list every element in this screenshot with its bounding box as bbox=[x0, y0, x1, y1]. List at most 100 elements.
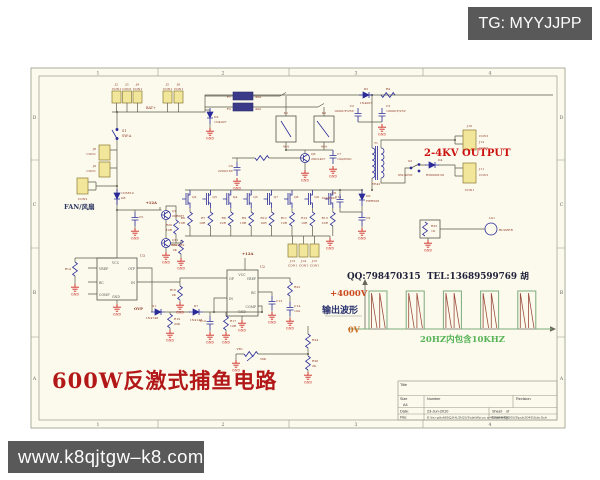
relay-coils bbox=[280, 120, 330, 138]
j12-val: CON1 bbox=[479, 146, 489, 150]
j9-val: CON1 bbox=[86, 169, 96, 173]
tb-size-label: Size bbox=[400, 397, 407, 401]
k1-ref: K1 bbox=[284, 111, 288, 115]
connector-val: CON1 bbox=[122, 87, 132, 91]
site-watermark-text: www.k8qjtgw–k8.com bbox=[18, 446, 204, 467]
grid-row: A bbox=[559, 376, 564, 382]
waveform-name-label: 输出波形 bbox=[322, 304, 358, 316]
connector-fan bbox=[76, 177, 89, 195]
tb-file-value: E:\bu-g\lui\85QJHL3N2U3\da\Wji po a-lk\p… bbox=[427, 416, 547, 420]
resistor-ref: R9 bbox=[242, 216, 246, 220]
connector-ref: J14 bbox=[300, 259, 306, 263]
c8-val: 104/630v bbox=[321, 196, 336, 200]
contact-tel: TEL:13689599769 胡 bbox=[427, 270, 529, 282]
connector-ref: J4 bbox=[135, 83, 139, 87]
vr1-ref: VR1 bbox=[235, 347, 243, 351]
d6-val: HER508 bbox=[366, 199, 379, 203]
r19-val: 22K bbox=[174, 322, 181, 326]
connector-val: CON1 bbox=[299, 264, 309, 268]
fuse-f1 bbox=[232, 91, 254, 101]
grid-row: D bbox=[560, 115, 564, 121]
r16-ref: R16 bbox=[170, 288, 176, 292]
d1-val: 1N4748 bbox=[146, 316, 159, 320]
c7-ref: C7 bbox=[337, 152, 341, 156]
tb-number-label: Number bbox=[427, 397, 441, 401]
d2-ref: D2 bbox=[214, 115, 218, 119]
p12a-label: +12A bbox=[146, 200, 157, 205]
resistor-val: 10R bbox=[199, 221, 206, 225]
switch-s2-contact bbox=[417, 169, 421, 173]
tb-date-label: Date: bbox=[400, 409, 409, 413]
grid-row: C bbox=[33, 202, 37, 208]
t1-ref: T1 bbox=[374, 141, 378, 145]
buzzer-ls1 bbox=[484, 222, 498, 236]
y-axis-arrow bbox=[362, 279, 368, 285]
q6-val: 2SD1407 bbox=[311, 157, 325, 161]
r21-ref: R21 bbox=[171, 243, 177, 247]
connector-box bbox=[162, 90, 173, 104]
d5-ref: D5 bbox=[364, 87, 368, 91]
f1-ref: F1 bbox=[227, 95, 231, 99]
transformer-t1 bbox=[371, 146, 385, 180]
c12-ref: C12 bbox=[200, 319, 206, 323]
resistor-val: 10R bbox=[240, 221, 247, 225]
mosfet-ref: Q7 bbox=[274, 195, 279, 199]
connector-box bbox=[122, 90, 132, 104]
resistor-val: 10R bbox=[220, 221, 227, 225]
mosfet-ref: Q8 bbox=[294, 195, 299, 199]
grid-col: 4 bbox=[489, 70, 492, 76]
d8-val: 1N5819 bbox=[121, 191, 134, 195]
u2-pin-comp: COMP bbox=[246, 305, 257, 309]
main-title: 600W反激式捕鱼电路 bbox=[52, 368, 277, 393]
ic-u2 bbox=[226, 269, 259, 317]
resistor-val: 10R bbox=[301, 221, 308, 225]
vr1-val: 50K bbox=[260, 357, 267, 361]
s2-ref: S2 bbox=[408, 159, 412, 163]
connector-j9 bbox=[98, 161, 111, 178]
q1-ref: Q1 bbox=[172, 209, 177, 213]
ovp-label: OVP bbox=[134, 306, 143, 311]
resistor-val: 10R bbox=[179, 221, 186, 225]
connector-val: CON1 bbox=[133, 87, 143, 91]
resistor-ref: R8 bbox=[221, 216, 225, 220]
r21-val: 2K bbox=[173, 248, 178, 252]
d4-val: R5000PL50 bbox=[426, 173, 444, 177]
d7-val: 1N4148 bbox=[190, 318, 203, 322]
mosfet-ref: Q10 bbox=[335, 195, 342, 199]
connector-box bbox=[287, 243, 298, 258]
u3-pin-otp: OTP bbox=[128, 267, 136, 271]
f2-val: 40A bbox=[255, 107, 262, 111]
r25-ref: R25 bbox=[431, 224, 437, 228]
p12a-label-2: +12A bbox=[242, 251, 253, 256]
d8-ref: D8 bbox=[121, 196, 125, 200]
j8-ref: J8 bbox=[92, 147, 96, 151]
mosfet-ref: Q2 bbox=[192, 195, 197, 199]
c2-val: 1000UF/25V bbox=[334, 109, 355, 113]
connector-ref: J15 bbox=[311, 259, 317, 263]
waveform-low-label: 0V bbox=[348, 325, 361, 335]
resistor-ref: R6 bbox=[181, 216, 185, 220]
waveform-freq-label: 20HZ内包含10KHZ bbox=[420, 334, 505, 345]
u2-pin-vcc: VCC bbox=[237, 273, 246, 277]
mosfet-ref: Q3 bbox=[212, 195, 217, 199]
u3-pin-comp: COMP bbox=[99, 293, 110, 297]
resistor-ref: R10 bbox=[260, 216, 266, 220]
tb-size-value: A4 bbox=[403, 403, 408, 407]
connector-ref: J6 bbox=[176, 83, 180, 87]
u3-pin-gnd: GND bbox=[112, 295, 120, 299]
r20-val: 10R bbox=[166, 228, 173, 232]
mosfet-ref: Q9 bbox=[314, 195, 319, 199]
resistor-ref: R12 bbox=[301, 216, 307, 220]
f2-ref: F2 bbox=[227, 107, 231, 111]
u3-pin-vref: VREF bbox=[98, 267, 109, 271]
q6-ref: Q6 bbox=[311, 152, 316, 156]
c6-val: 2200/16V bbox=[218, 169, 234, 173]
waveform-pulses bbox=[350, 290, 552, 330]
d4-ref: D4 bbox=[438, 158, 442, 162]
switch-s1 bbox=[111, 128, 119, 140]
q11-ref: Q11 bbox=[172, 238, 179, 242]
waveform-high-label: +4000V bbox=[330, 289, 368, 299]
t1-val: EE42 bbox=[372, 182, 380, 186]
